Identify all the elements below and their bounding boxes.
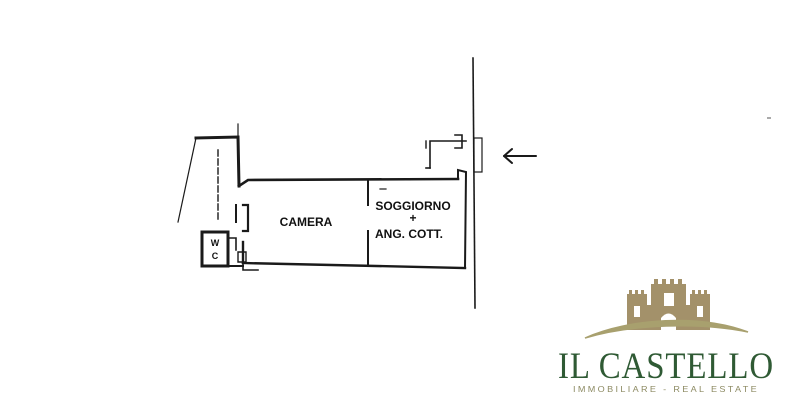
- wc-box: [200, 230, 230, 268]
- entrance-wall: [429, 140, 467, 169]
- apartment-top-wall: [237, 177, 460, 188]
- brand-logo: IL CASTELLO IMMOBILIARE - REAL ESTATE: [558, 279, 774, 394]
- boundary-line: [472, 57, 476, 309]
- castle-icon: [627, 279, 710, 330]
- room-label-ang-cott: ANG. COTT.: [375, 227, 443, 241]
- apartment-left-wall-upper: [241, 203, 250, 233]
- room-label-plus: +: [409, 211, 416, 225]
- apartment-bottom-wall: [241, 261, 467, 270]
- wc-side-wall: [227, 237, 237, 251]
- room-label-soggiorno: SOGGIORNO: [375, 199, 450, 213]
- entrance-arrow-icon: [503, 148, 537, 164]
- wc-label-w: W: [211, 238, 220, 248]
- entrance-post: [454, 134, 463, 149]
- wc-fixture: [237, 251, 247, 263]
- wc-label-c: C: [212, 251, 219, 261]
- logo-name: IL CASTELLO: [558, 346, 774, 387]
- room-label-camera: CAMERA: [280, 215, 333, 229]
- floor-plan-walls: [177, 57, 483, 309]
- entrance-door-frame: [473, 137, 483, 173]
- neighbour-wall-slant: [177, 137, 197, 223]
- logo-tagline: IMMOBILIARE - REAL ESTATE: [573, 384, 759, 394]
- apartment-right-wall: [457, 168, 468, 270]
- logo-swoosh: [584, 319, 749, 339]
